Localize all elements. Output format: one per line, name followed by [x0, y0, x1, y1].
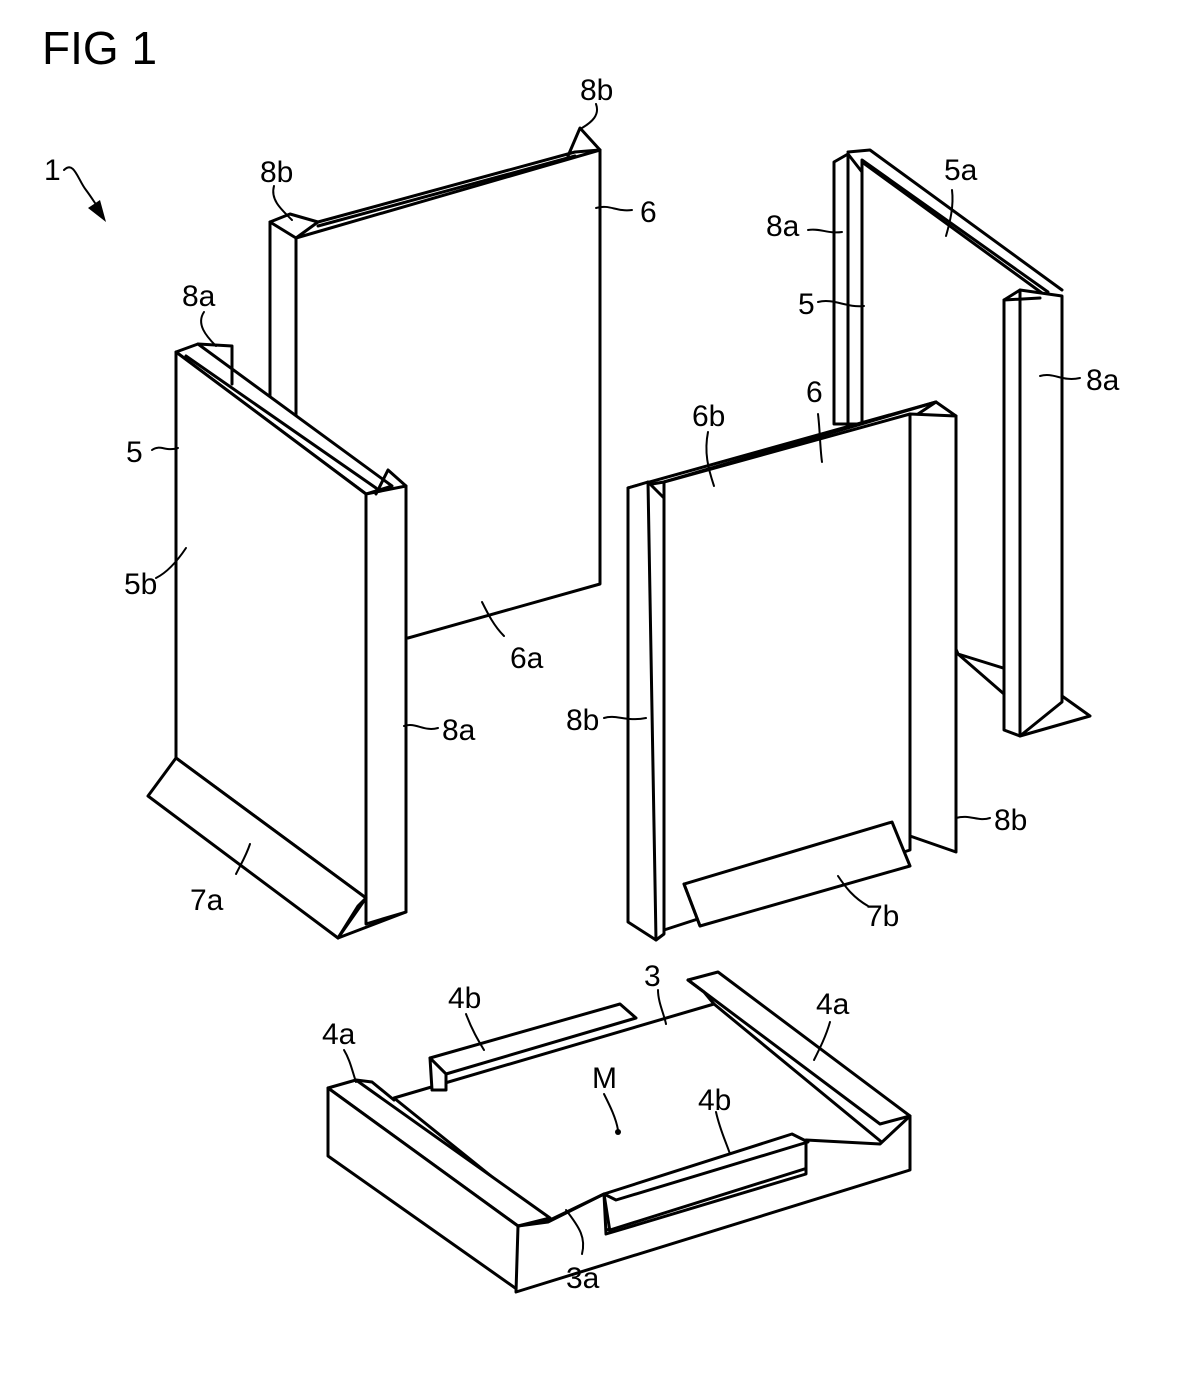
- wall-6-front: [628, 402, 956, 940]
- label-6a: 6a: [510, 642, 544, 675]
- label-M: M: [592, 1062, 617, 1095]
- label-6b: 6b: [692, 400, 725, 433]
- label-5b: 5b: [124, 568, 157, 601]
- label-5-right: 5: [798, 288, 815, 321]
- label-5-left: 5: [126, 436, 143, 469]
- label-8b-top: 8b: [580, 74, 613, 107]
- label-6-back: 6: [640, 196, 657, 229]
- label-3a: 3a: [566, 1262, 600, 1295]
- label-4b-mid: 4b: [698, 1084, 731, 1117]
- label-7a: 7a: [190, 884, 224, 917]
- label-8b-left: 8b: [260, 156, 293, 189]
- label-8a-mid: 8a: [442, 714, 476, 747]
- label-3: 3: [644, 960, 661, 993]
- label-5a: 5a: [944, 154, 978, 187]
- label-7b: 7b: [866, 900, 899, 933]
- figure-title: FIG 1: [42, 22, 157, 74]
- label-8a-right-top: 8a: [766, 210, 800, 243]
- label-1: 1: [44, 154, 61, 187]
- label-6-front: 6: [806, 376, 823, 409]
- label-8b-front-left: 8b: [566, 704, 599, 737]
- label-4a-left: 4a: [322, 1018, 356, 1051]
- label-8a-left: 8a: [182, 280, 216, 313]
- label-8b-front-right: 8b: [994, 804, 1027, 837]
- label-4a-right: 4a: [816, 988, 850, 1021]
- label-8a-right: 8a: [1086, 364, 1120, 397]
- reference-arrow: [64, 167, 106, 222]
- label-4b-top: 4b: [448, 982, 481, 1015]
